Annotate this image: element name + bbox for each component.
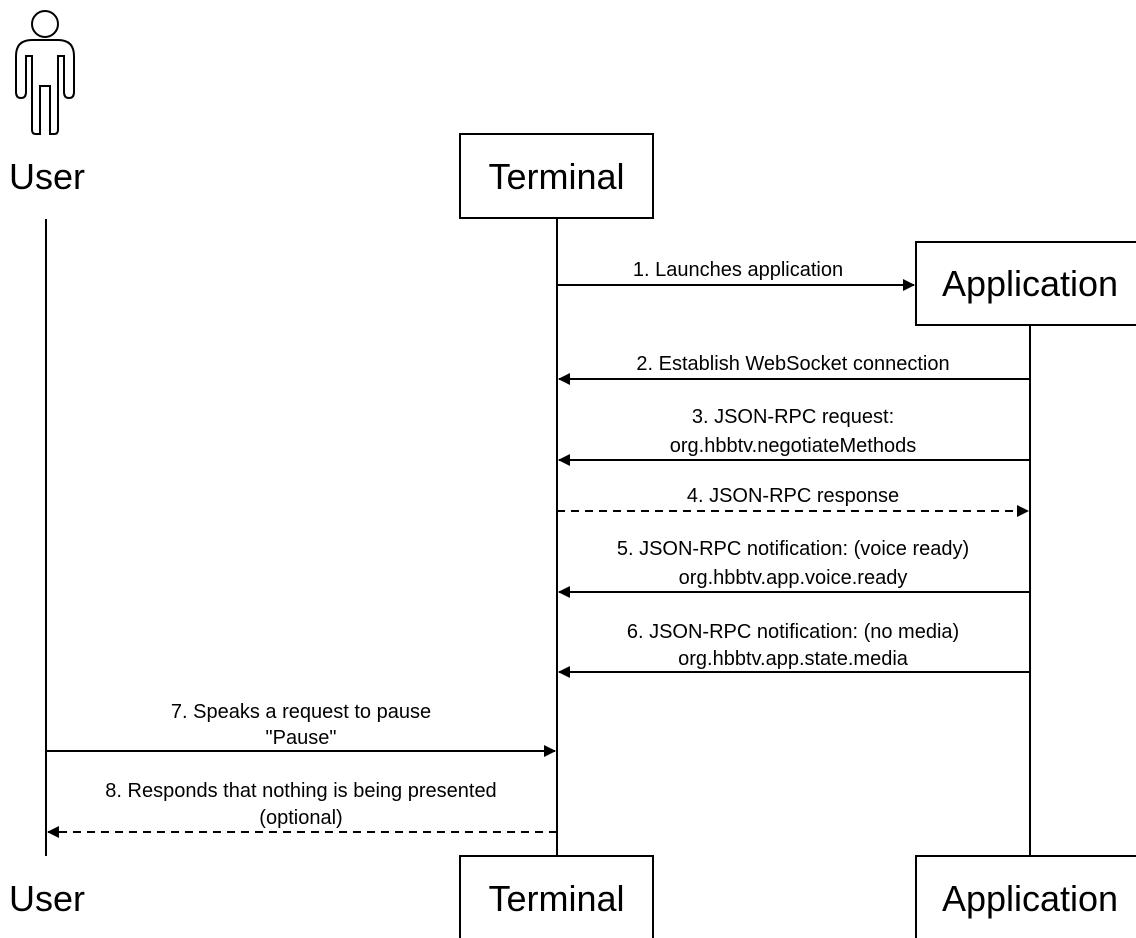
terminal-label-bottom: Terminal [488,878,624,919]
application-box-top [915,241,1136,326]
message-1-label: 1. Launches application [633,259,843,281]
message-5-label-line-2: org.hbbtv.app.voice.ready [679,567,908,589]
terminal-label-top: Terminal [488,156,624,197]
application-box-bottom [915,855,1136,938]
application-label-top: Application [942,263,1118,304]
message-8-label-line-1: 8. Responds that nothing is being presen… [105,780,496,802]
user-label-top: User [9,156,85,197]
message-4-label: 4. JSON-RPC response [687,485,899,507]
application-label-bottom: Application [942,878,1118,919]
terminal-box-bottom [459,855,654,938]
message-2-label: 2. Establish WebSocket connection [636,353,949,375]
message-5-label-line-1: 5. JSON-RPC notification: (voice ready) [617,538,969,560]
message-7-label-line-1: 7. Speaks a request to pause [171,701,431,723]
message-8-label-line-2: (optional) [259,807,342,829]
message-3-label-line-1: 3. JSON-RPC request: [692,406,894,428]
user-actor-icon [15,10,75,135]
message-3-label-line-2: org.hbbtv.negotiateMethods [670,435,916,457]
message-6-label-line-1: 6. JSON-RPC notification: (no media) [627,621,959,643]
message-6-label-line-2: org.hbbtv.app.state.media [678,648,909,670]
terminal-box-top [459,133,654,219]
user-label-bottom: User [9,878,85,919]
message-7-label-line-2: "Pause" [266,727,337,749]
